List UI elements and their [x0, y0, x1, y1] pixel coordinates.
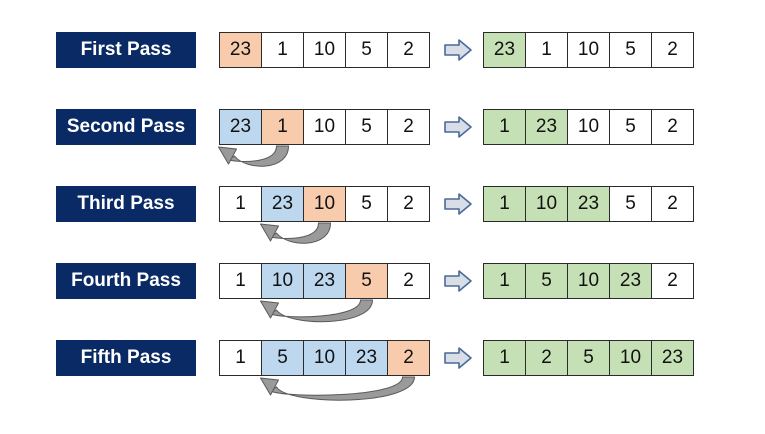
array-cell: 5 [261, 340, 304, 376]
right-arrow-icon [444, 193, 472, 215]
array-cell: 5 [609, 186, 652, 222]
right-arrow-icon [444, 347, 472, 369]
pass-label: Third Pass [56, 186, 196, 222]
right-arrow-icon [444, 39, 472, 61]
array-cell: 5 [567, 340, 610, 376]
array-cell: 10 [609, 340, 652, 376]
array-cell: 10 [303, 340, 346, 376]
array-cell: 5 [345, 263, 388, 299]
pass-label: First Pass [56, 32, 196, 68]
array-cell: 2 [387, 340, 430, 376]
array-cell: 10 [567, 263, 610, 299]
curved-arrow-head-icon [260, 377, 279, 396]
array-cell: 23 [261, 186, 304, 222]
array-cell: 10 [303, 186, 346, 222]
array-cell: 1 [483, 340, 526, 376]
pass-label: Fifth Pass [56, 340, 196, 376]
array-cell: 2 [651, 109, 694, 145]
curved-arrow-icon [269, 299, 374, 323]
array-cell: 1 [219, 340, 262, 376]
curved-arrow-head-icon [260, 223, 279, 242]
array-cell: 2 [387, 32, 430, 68]
array-cell: 23 [483, 32, 526, 68]
curved-arrow-icon [227, 145, 290, 167]
pass-label: Fourth Pass [56, 263, 196, 299]
array-cell: 2 [651, 32, 694, 68]
array-cell: 5 [345, 32, 388, 68]
array-cell: 1 [483, 186, 526, 222]
array-cell: 10 [525, 186, 568, 222]
array-cell: 23 [609, 263, 652, 299]
array-cell: 1 [261, 32, 304, 68]
array-cell: 1 [483, 263, 526, 299]
curved-arrow-icon [269, 222, 332, 244]
array-cell: 2 [651, 263, 694, 299]
curved-arrow-head-icon [260, 300, 279, 319]
array-cell: 5 [609, 32, 652, 68]
array-cell: 23 [303, 263, 346, 299]
array-cell: 23 [651, 340, 694, 376]
array-cell: 23 [567, 186, 610, 222]
array-cell: 23 [219, 109, 262, 145]
array-cell: 1 [525, 32, 568, 68]
array-cell: 2 [387, 263, 430, 299]
right-arrow-icon [444, 270, 472, 292]
array-cell: 2 [387, 186, 430, 222]
array-cell: 2 [651, 186, 694, 222]
array-cell: 1 [219, 186, 262, 222]
array-cell: 5 [345, 186, 388, 222]
array-cell: 5 [525, 263, 568, 299]
array-cell: 10 [303, 32, 346, 68]
array-cell: 10 [567, 109, 610, 145]
array-cell: 10 [303, 109, 346, 145]
array-cell: 5 [609, 109, 652, 145]
array-cell: 23 [219, 32, 262, 68]
array-cell: 23 [345, 340, 388, 376]
array-cell: 1 [261, 109, 304, 145]
array-cell: 5 [345, 109, 388, 145]
array-cell: 10 [567, 32, 610, 68]
array-cell: 1 [483, 109, 526, 145]
array-cell: 2 [387, 109, 430, 145]
pass-label: Second Pass [56, 109, 196, 145]
array-cell: 10 [261, 263, 304, 299]
array-cell: 1 [219, 263, 262, 299]
array-cell: 23 [525, 109, 568, 145]
curved-arrow-head-icon [218, 146, 237, 165]
right-arrow-icon [444, 116, 472, 138]
array-cell: 2 [525, 340, 568, 376]
curved-arrow-icon [269, 376, 416, 401]
